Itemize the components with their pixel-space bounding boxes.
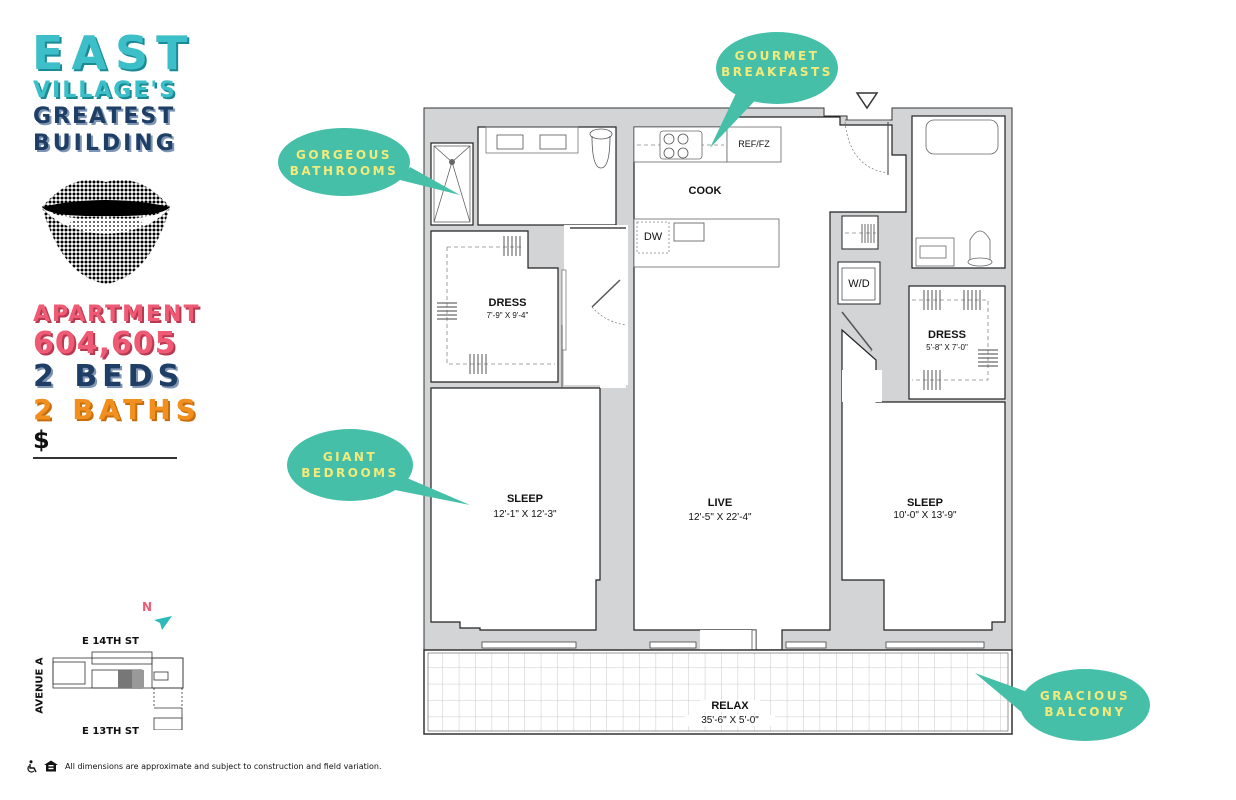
north-arrow-icon (154, 616, 172, 630)
beds-count: 2 BEDS (33, 359, 185, 394)
key-plan: N E 14TH ST AVENUE A E 13TH ST (30, 598, 190, 748)
price-symbol: $ (33, 426, 53, 454)
relax-dim: 35'-6" X 5'-0" (685, 715, 775, 726)
dress1-label: DRESS (488, 297, 527, 309)
dress2-dim: 5'-8" X 7'-0" (926, 343, 968, 352)
live-dim: 12'-5" X 22'-4" (688, 512, 752, 523)
apartment-units: 604,605 (33, 326, 177, 361)
dress1-dim: 7'-9" X 9'-4" (486, 311, 529, 320)
key-plan-map (52, 651, 184, 730)
brand-villages: VILLAGE'S (33, 78, 177, 103)
callout-balcony-line2: BALCONY (1044, 705, 1126, 719)
street-e14: E 14TH ST (82, 636, 139, 647)
baths-count: 2 BATHS (33, 393, 201, 426)
callout-bathrooms-line2: BATHROOMS (289, 164, 399, 178)
callout-breakfasts-line2: BREAKFASTS (721, 65, 833, 79)
street-e13: E 13TH ST (82, 726, 139, 737)
cook-label: COOK (688, 185, 722, 197)
live-label: LIVE (707, 497, 733, 509)
brand-greatest: GREATEST (33, 104, 176, 129)
wd-label: W/D (848, 278, 870, 290)
north-label: N (142, 600, 153, 614)
sleep1-dim: 12'-1" X 12'-3" (493, 509, 557, 520)
equal-housing-icon (44, 760, 58, 772)
callout-bathrooms-bubble (278, 128, 460, 196)
disclaimer-text: All dimensions are approximate and subje… (65, 762, 382, 771)
callout-bathrooms-line1: GORGEOUS (296, 148, 392, 162)
sleep1-label: SLEEP (506, 493, 544, 505)
brand-building: BUILDING (33, 131, 177, 156)
halftone-lips-icon (42, 179, 170, 284)
sleep2-dim: 10'-0" X 13'-9" (893, 510, 957, 521)
accessible-icon (27, 760, 37, 773)
price-underline (33, 457, 177, 459)
callout-balcony-line1: GRACIOUS (1039, 689, 1131, 703)
dress2-label: DRESS (928, 329, 966, 341)
apartment-label: APARTMENT (33, 302, 201, 327)
brand-east: EAST (32, 26, 196, 80)
callout-balcony-bubble (975, 669, 1150, 741)
relax-label: RELAX (700, 700, 760, 712)
callout-breakfasts-bubble (710, 32, 838, 148)
dw-label: DW (643, 231, 663, 243)
callout-breakfasts-line1: GOURMET (734, 49, 820, 63)
sleep2-label: SLEEP (906, 497, 944, 509)
ref-label: REF/FZ (738, 139, 770, 149)
callout-bedrooms-line2: BEDROOMS (301, 466, 399, 480)
callout-bedrooms-line1: GIANT (322, 450, 378, 464)
callout-bedrooms-bubble (287, 429, 470, 505)
